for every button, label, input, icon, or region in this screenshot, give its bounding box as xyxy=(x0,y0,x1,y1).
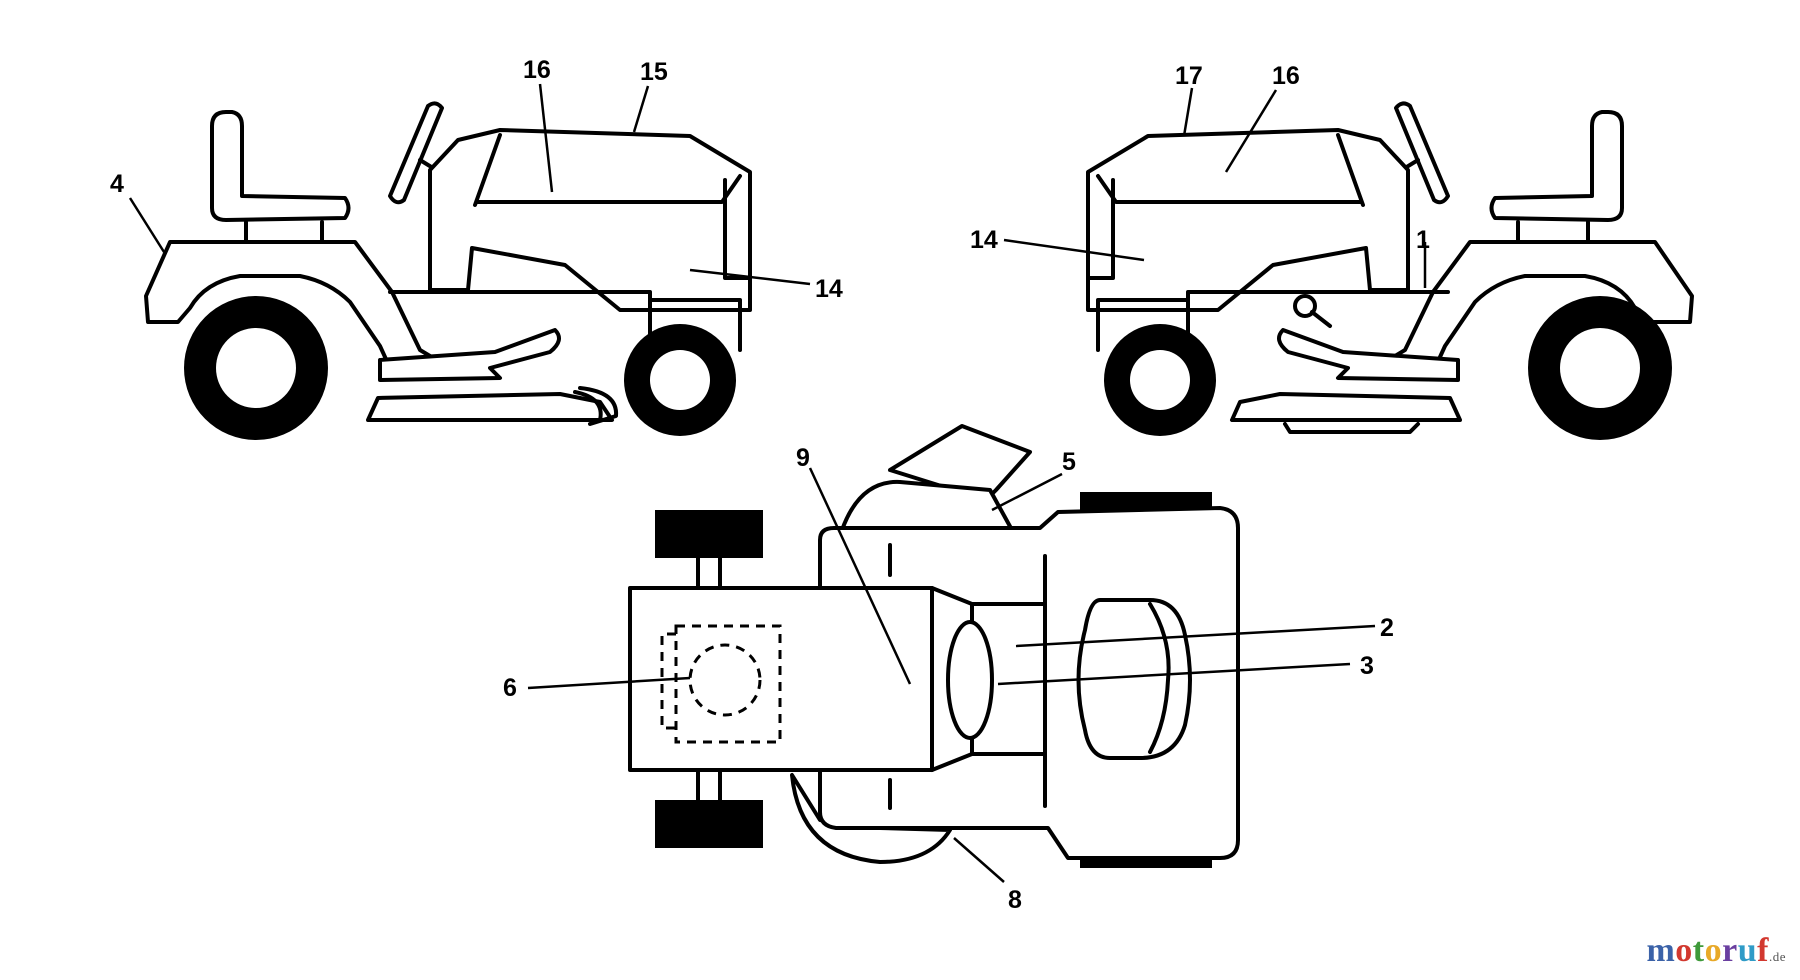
right-footrest xyxy=(1277,328,1460,382)
callout-3: 3 xyxy=(1360,652,1374,680)
callout-15: 15 xyxy=(640,58,668,86)
right-seat-back xyxy=(1489,110,1624,222)
top-grille-oval xyxy=(946,620,994,740)
left-footrest xyxy=(378,328,561,382)
left-tractor: 4 16 15 14 xyxy=(110,56,843,440)
top-battery-cap xyxy=(688,643,762,717)
right-hood xyxy=(1086,128,1410,312)
callout-2: 2 xyxy=(1380,614,1394,642)
callout-9: 9 xyxy=(796,444,810,472)
callout-14-left: 14 xyxy=(815,275,843,303)
callout-6: 6 xyxy=(503,674,517,702)
right-mower-deck xyxy=(1230,392,1462,422)
top-battery-box xyxy=(674,624,782,744)
top-mower-deck-lower xyxy=(790,773,952,864)
left-steering-wheel xyxy=(388,101,444,205)
callout-17: 17 xyxy=(1175,62,1203,90)
left-mower-deck xyxy=(366,392,614,422)
callout-4: 4 xyxy=(110,170,124,198)
left-hood xyxy=(428,128,752,312)
top-rear-tire-upper xyxy=(655,510,763,558)
top-rear-tire-lower xyxy=(655,800,763,848)
callout-14-right: 14 xyxy=(970,226,998,254)
left-seat-back xyxy=(210,110,351,222)
motoruf-watermark-logo: motoruf.de xyxy=(1646,932,1786,969)
callout-16-right: 16 xyxy=(1272,62,1300,90)
right-tractor: 17 16 14 1 xyxy=(970,62,1694,440)
callout-5: 5 xyxy=(1062,448,1076,476)
top-mower-deck-upper xyxy=(840,479,1014,532)
callout-1: 1 xyxy=(1416,226,1430,254)
right-steering-wheel xyxy=(1394,101,1450,205)
callout-16: 16 xyxy=(523,56,551,84)
top-view-tractor: 9 5 2 3 6 8 xyxy=(503,424,1394,914)
callout-8: 8 xyxy=(1008,886,1022,914)
